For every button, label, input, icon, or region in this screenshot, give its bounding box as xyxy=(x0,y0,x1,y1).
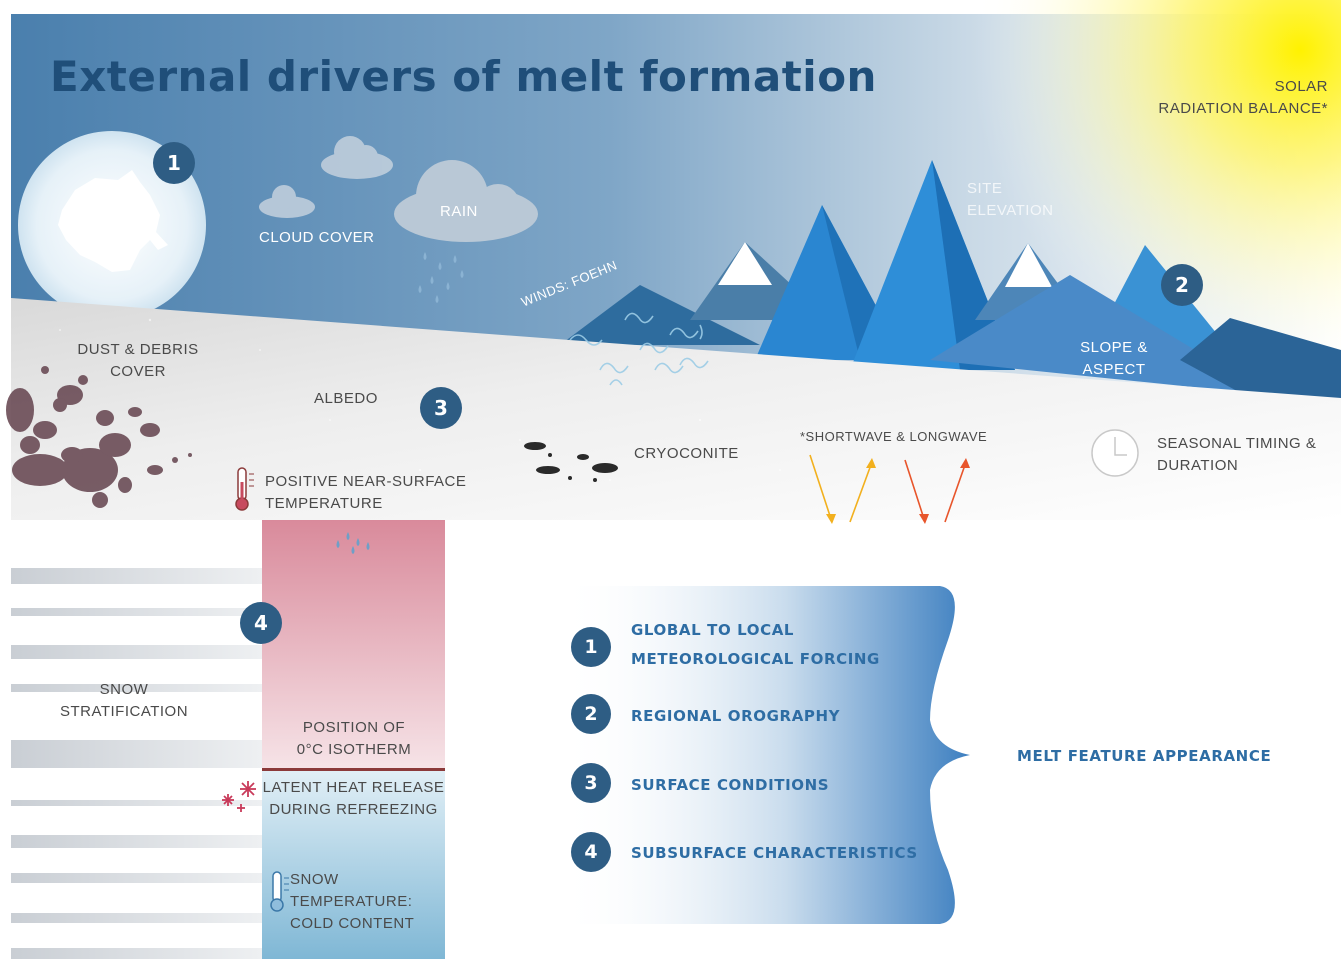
legend-item-1-line2: METEOROLOGICAL FORCING xyxy=(631,650,880,668)
badge-1: 1 xyxy=(153,142,195,184)
solar-label-line1: SOLAR xyxy=(1274,78,1328,95)
badge-2: 2 xyxy=(1161,264,1203,306)
legend-item-3: SURFACE CONDITIONS xyxy=(631,776,830,794)
seasonal-label-line2: DURATION xyxy=(1157,457,1239,474)
shortwave-longwave-label: *SHORTWAVE & LONGWAVE xyxy=(800,429,988,444)
badge-4: 4 xyxy=(240,602,282,644)
thermometer-icon xyxy=(235,467,254,511)
snow-temp-line3: COLD CONTENT xyxy=(290,915,415,932)
antarctica-icon xyxy=(58,170,168,272)
snowflake-icon xyxy=(222,781,256,812)
site-elevation-line2: ELEVATION xyxy=(967,202,1054,219)
snow-temp-line1: SNOW xyxy=(290,871,339,888)
legend-badge-4: 4 xyxy=(571,832,611,872)
albedo-label: ALBEDO xyxy=(314,390,378,407)
dust-label-line2: COVER xyxy=(110,363,166,380)
legend-item-2: REGIONAL OROGRAPHY xyxy=(631,707,841,725)
isotherm-label-line2: 0°C ISOTHERM xyxy=(296,741,412,758)
legend-item-1-line1: GLOBAL TO LOCAL xyxy=(631,621,795,639)
cloud-cover-label: CLOUD COVER xyxy=(259,229,375,246)
site-elevation-line1: SITE xyxy=(967,180,1003,197)
legend-result: MELT FEATURE APPEARANCE xyxy=(1017,747,1272,765)
latent-heat-line1: LATENT HEAT RELEASE xyxy=(262,779,445,796)
thermometer-icon xyxy=(270,871,289,912)
snow-stratification-line1: SNOW xyxy=(99,681,149,698)
solar-label-line2: RADIATION BALANCE* xyxy=(1158,100,1328,117)
legend-item-4: SUBSURFACE CHARACTERISTICS xyxy=(631,844,918,862)
slope-label-line1: SLOPE & xyxy=(1080,339,1148,356)
page-title: External drivers of melt formation xyxy=(50,52,877,101)
cryoconite-label: CRYOCONITE xyxy=(634,445,739,462)
badge-3: 3 xyxy=(420,387,462,429)
clock-icon xyxy=(1091,429,1139,477)
isotherm-label-line1: POSITION OF xyxy=(302,719,406,736)
positive-temp-label-line2: TEMPERATURE xyxy=(265,495,383,512)
latent-heat-line2: DURING REFREEZING xyxy=(269,801,438,818)
legend-badge-2: 2 xyxy=(571,694,611,734)
legend-badge-1: 1 xyxy=(571,627,611,667)
dust-label-line1: DUST & DEBRIS xyxy=(77,341,199,358)
snow-temp-line2: TEMPERATURE: xyxy=(290,893,413,910)
snow-stratification-line2: STRATIFICATION xyxy=(59,703,189,720)
positive-temp-label-line1: POSITIVE NEAR-SURFACE xyxy=(265,473,467,490)
rain-label: RAIN xyxy=(440,203,478,220)
seasonal-label-line1: SEASONAL TIMING & xyxy=(1157,435,1317,452)
legend-badge-3: 3 xyxy=(571,763,611,803)
slope-label-line2: ASPECT xyxy=(1082,361,1146,378)
